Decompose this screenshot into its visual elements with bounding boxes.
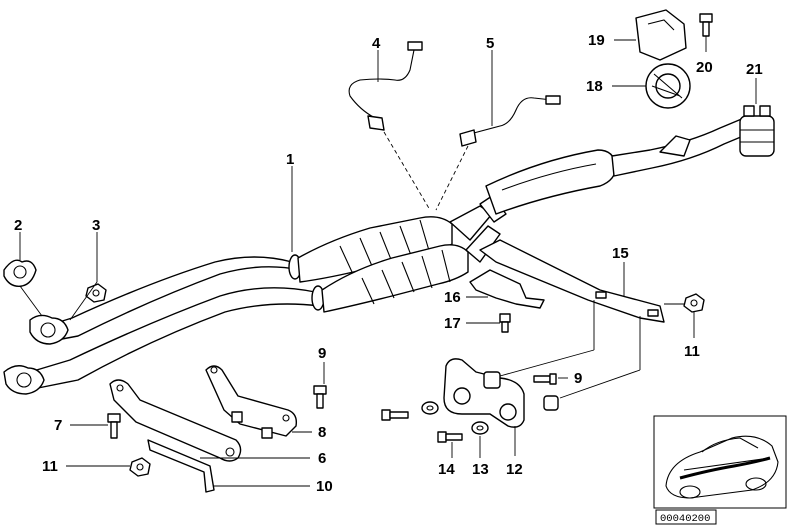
washer-13[interactable] [421,401,489,435]
hex-nut-11-right[interactable] [683,293,705,313]
label-part-9-right: 9 [574,370,582,387]
mounting-bracket-8[interactable] [205,365,298,439]
rubber-mount-bracket-12[interactable] [443,358,559,428]
reference-code: 00040200 [660,513,710,525]
label-part-18: 18 [586,78,603,95]
label-part-2: 2 [14,217,22,234]
bolt-17[interactable] [499,313,511,333]
label-part-4: 4 [372,35,381,52]
label-part-7: 7 [54,417,62,434]
label-part-10: 10 [316,478,333,495]
front-pipe-assembly[interactable] [29,117,749,389]
label-part-17: 17 [444,315,461,332]
label-part-13: 13 [472,461,489,478]
label-part-16: 16 [444,289,461,306]
hanger-16[interactable] [469,269,545,309]
label-part-9-left: 9 [318,345,326,362]
oxygen-sensor-front[interactable] [348,41,423,131]
bolt-14[interactable] [381,409,463,443]
label-part-12: 12 [506,461,523,478]
mounting-bracket-6[interactable] [109,379,242,462]
pipe-clamp-21[interactable] [739,105,775,157]
leader-lines [19,36,757,487]
bolt-20[interactable] [699,13,713,37]
label-part-3: 3 [92,217,100,234]
label-part-19: 19 [588,32,605,49]
flange-gasket[interactable] [3,259,37,287]
label-part-5: 5 [486,35,494,52]
hex-nut[interactable] [85,283,107,303]
label-part-21: 21 [746,61,763,78]
hex-nut-11-left[interactable] [129,457,151,477]
label-part-15: 15 [612,245,629,262]
strap-bracket-10[interactable] [147,439,215,493]
bolt-9-left[interactable] [313,385,327,409]
pipe-end-flanges [3,314,69,395]
label-part-6: 6 [318,450,326,467]
bolt-7[interactable] [107,413,121,439]
part-labels: 1 2 3 4 5 7 11 6 8 9 10 9 11 12 13 14 15… [14,32,763,495]
label-part-11-left: 11 [42,458,58,475]
label-part-8: 8 [318,424,326,441]
bolt-9-right[interactable] [533,373,557,385]
rubber-ring-18[interactable] [645,63,691,109]
long-bracket-15[interactable] [479,239,665,323]
label-part-1: 1 [286,151,294,168]
label-part-14: 14 [438,461,455,478]
rubber-hanger-19[interactable] [635,9,687,61]
label-part-20: 20 [696,59,713,76]
label-part-11-right: 11 [684,343,700,360]
oxygen-sensor-rear[interactable] [459,95,561,147]
vehicle-location-inset: 00040200 [653,415,787,525]
